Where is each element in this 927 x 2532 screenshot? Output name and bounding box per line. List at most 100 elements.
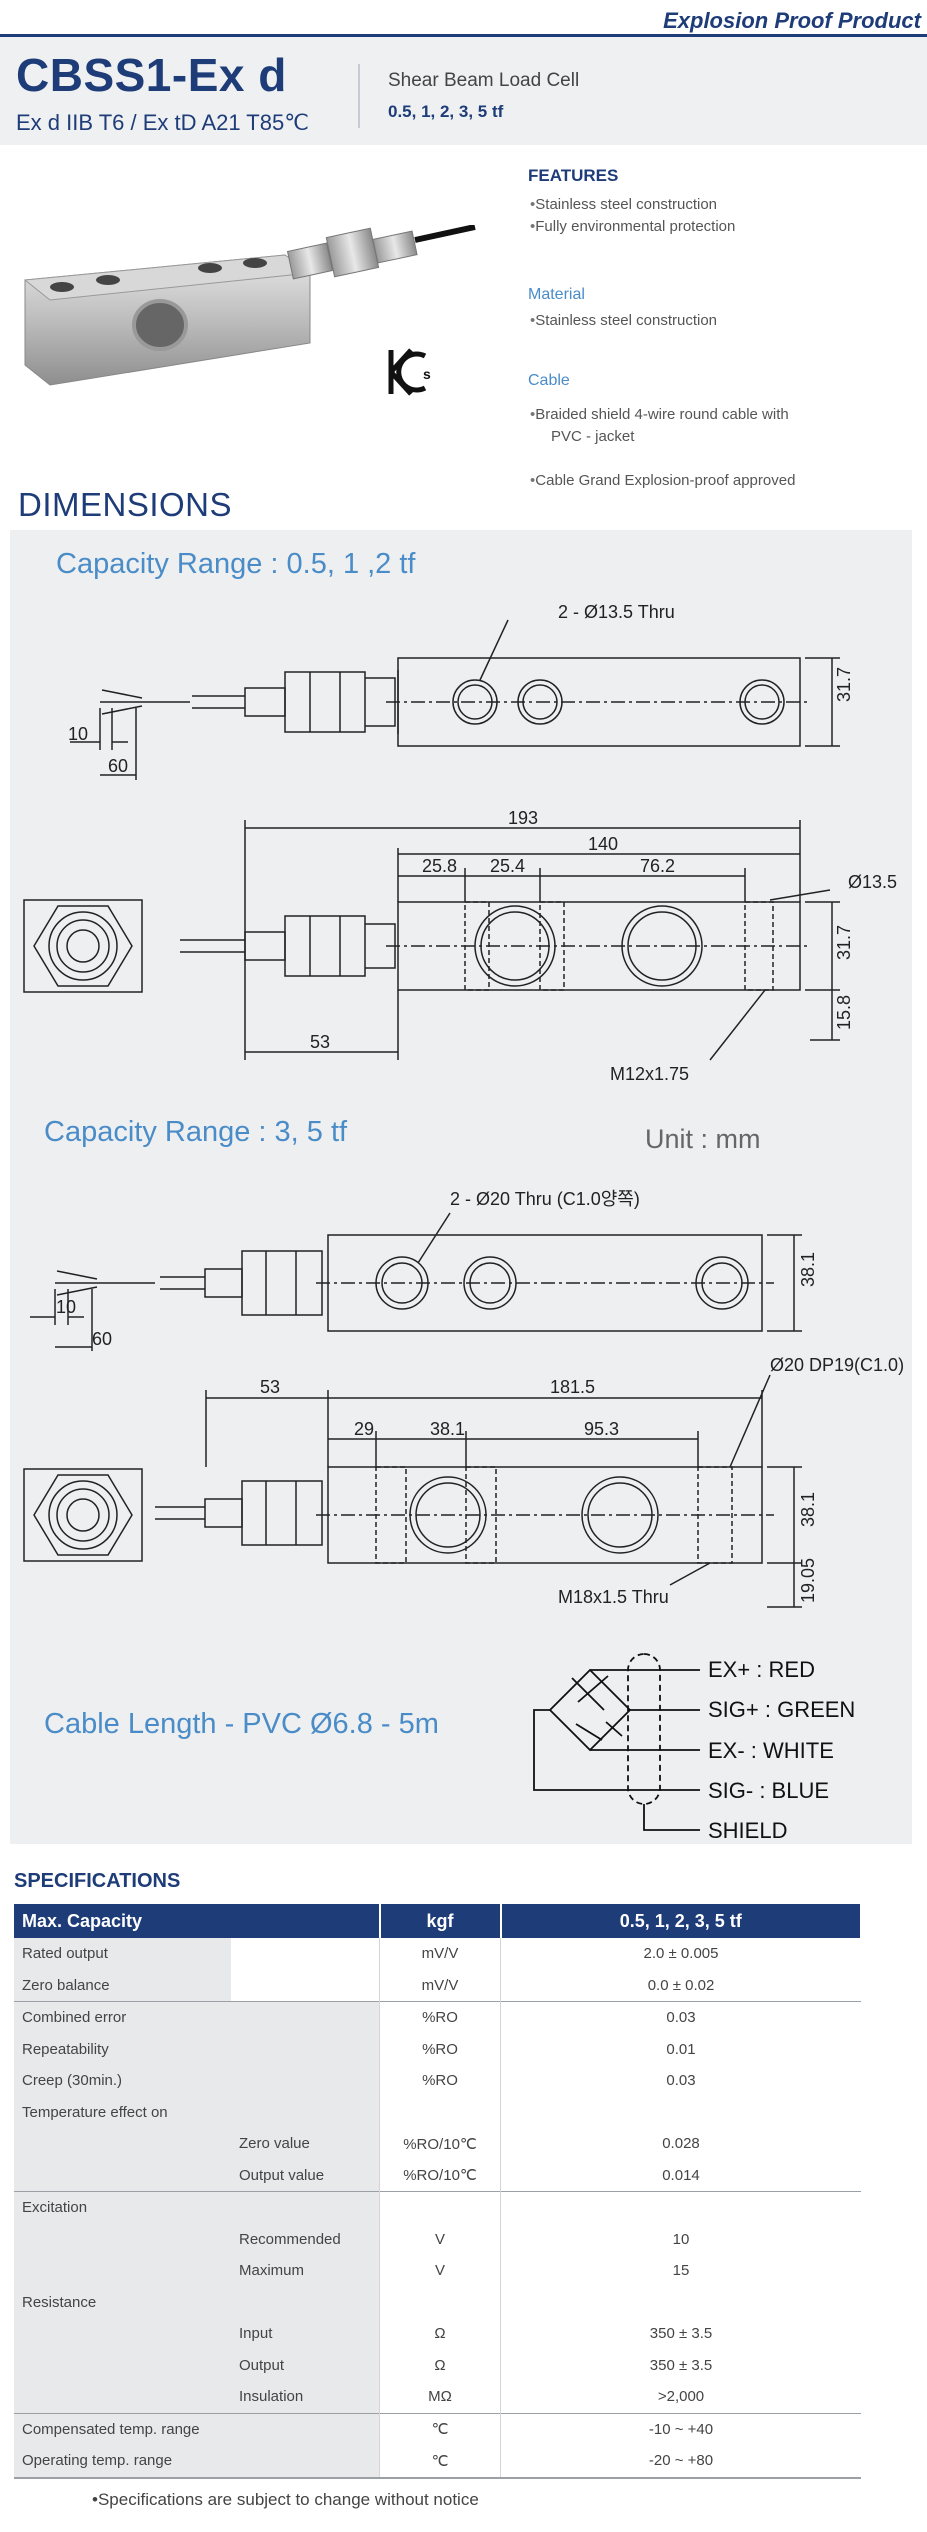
capacity-range-1: Capacity Range : 0.5, 1 ,2 tf xyxy=(56,548,416,581)
cable-item: Braided shield 4-wire round cable with xyxy=(530,406,788,423)
cell-sub: Insulation xyxy=(231,2381,380,2413)
thread-callout-1: M12x1.75 xyxy=(610,1064,689,1084)
cell-unit: %RO xyxy=(379,2033,501,2065)
cell-sub xyxy=(231,1938,380,1970)
cell-value: 0.03 xyxy=(666,2072,696,2090)
capacity-range-value: 3, 5 tf xyxy=(274,1116,348,1148)
dim-25-4: 25.4 xyxy=(490,856,525,876)
cell-sub: Input xyxy=(231,2318,380,2350)
cell-param: Combined error xyxy=(14,2001,231,2034)
dim-29: 29 xyxy=(354,1419,374,1439)
cable-title: Cable xyxy=(528,372,570,389)
cell-param: Rated output xyxy=(14,1938,231,1970)
cell-sub: Recommended xyxy=(231,2223,380,2255)
cell-value: 350 ± 3.5 xyxy=(649,2356,713,2374)
material-title: Material xyxy=(528,286,585,303)
cell-param: Repeatability xyxy=(14,2033,231,2065)
dim-60: 60 xyxy=(92,1329,112,1349)
cell-value: 350 ± 3.5 xyxy=(649,2325,713,2343)
cell-unit xyxy=(379,2286,501,2318)
cell-sub: Zero value xyxy=(231,2128,380,2160)
cell-value: 0.028 xyxy=(662,2135,700,2153)
cell-unit: %RO xyxy=(379,2065,501,2097)
cell-param: Resistance xyxy=(14,2286,380,2318)
cell-param: Temperature effect on xyxy=(14,2096,380,2128)
cell-sub xyxy=(231,2033,380,2065)
drawing-panel-1 xyxy=(10,530,912,1112)
header-capacities: 0.5, 1, 2, 3, 5 tf xyxy=(500,1904,862,1938)
wire-ex-minus: EX- : WHITE xyxy=(708,1738,834,1763)
product-capacities: 0.5, 1, 2, 3, 5 tf xyxy=(388,102,504,121)
product-image xyxy=(23,225,476,386)
dim-60: 60 xyxy=(108,756,128,776)
cell-value: -20 ~ +80 xyxy=(500,2445,861,2479)
cell-param: Creep (30min.) xyxy=(14,2065,231,2097)
cell-unit: %RO xyxy=(379,2001,501,2034)
table-row: Resistance xyxy=(14,2286,862,2319)
cell-param: Compensated temp. range xyxy=(14,2412,380,2445)
specifications-table: Max. Capacity kgf 0.5, 1, 2, 3, 5 tf Rat… xyxy=(14,1904,862,2479)
hole-callout-2: 2 - Ø20 Thru (C1.0양쪽) xyxy=(450,1189,640,1209)
kc-certification-icon: s xyxy=(385,346,433,398)
table-row: Rated output mV/V 2.0 ± 0.005 xyxy=(14,1938,861,1970)
cell-unit: ℃ xyxy=(379,2445,501,2479)
cell-value: 15 xyxy=(672,2262,690,2280)
capacity-range-label: Capacity Range : xyxy=(44,1116,275,1148)
cell-sub xyxy=(231,2001,380,2034)
cell-unit xyxy=(379,2191,501,2224)
cable-length: Cable Length - PVC Ø6.8 - 5m xyxy=(44,1708,439,1740)
hole-callout-dp: Ø20 DP19(C1.0) xyxy=(770,1355,904,1375)
capacity-range-value: 0.5, 1 ,2 tf xyxy=(286,548,416,580)
unit-label: Unit : mm xyxy=(645,1124,761,1154)
cell-unit: %RO/10℃ xyxy=(379,2128,501,2160)
dim-53: 53 xyxy=(260,1377,280,1397)
cell-unit: MΩ xyxy=(379,2381,501,2413)
cell-value: 2.0 ± 0.005 xyxy=(643,1945,719,1963)
capacity-range-label: Capacity Range : xyxy=(56,548,287,580)
wire-sig-minus: SIG- : BLUE xyxy=(708,1778,829,1803)
cell-param: Operating temp. range xyxy=(14,2445,380,2479)
dim-15-8: 15.8 xyxy=(834,995,854,1030)
cell-value xyxy=(501,2097,862,2129)
table-row: Temperature effect on xyxy=(14,2096,862,2129)
table-row: Excitation xyxy=(14,2191,861,2224)
drawing-2: 2 - Ø20 Thru (C1.0양쪽) 10 60 38.1 53 181.… xyxy=(23,1189,904,1608)
cell-param: Zero balance xyxy=(14,1969,231,2002)
header-max-capacity: Max. Capacity xyxy=(14,1904,381,1938)
cell-unit: %RO/10℃ xyxy=(379,2159,501,2192)
cell-sub xyxy=(231,2065,380,2097)
cell-unit: mV/V xyxy=(379,1938,501,1970)
dim-38-1: 38.1 xyxy=(430,1419,465,1439)
dim-hole-13-5: Ø13.5 xyxy=(848,872,897,892)
dim-10: 10 xyxy=(56,1297,76,1317)
cell-value: 0.03 xyxy=(500,2001,861,2034)
table-row: Compensated temp. range℃-10 ~ +40 xyxy=(14,2412,861,2445)
cell-value: 0.01 xyxy=(666,2040,696,2058)
dimensions-title: DIMENSIONS xyxy=(18,486,233,523)
cell-unit: Ω xyxy=(379,2349,501,2381)
cell-sub: Output xyxy=(231,2349,380,2381)
specs-note: Specifications are subject to change wit… xyxy=(92,2490,479,2510)
cell-param xyxy=(14,2318,231,2350)
dim-height-31-7: 31.7 xyxy=(834,667,854,702)
cell-value: 10 xyxy=(672,2230,690,2248)
cell-value xyxy=(501,2287,862,2319)
cell-param xyxy=(14,2128,231,2160)
dim-25-8: 25.8 xyxy=(422,856,457,876)
drawing-1: 2 - Ø13.5 Thru 10 60 31.7 193 140 25.8 2… xyxy=(23,602,897,1084)
cell-param xyxy=(14,2159,231,2192)
material-item: Stainless steel construction xyxy=(530,312,717,329)
cell-unit xyxy=(379,2096,501,2128)
specifications-title: SPECIFICATIONS xyxy=(14,1870,181,1892)
capacity-range-2: Capacity Range : 3, 5 tf xyxy=(44,1116,347,1149)
table-header-row: Max. Capacity kgf 0.5, 1, 2, 3, 5 tf xyxy=(14,1904,862,1938)
header-divider xyxy=(358,64,360,128)
title-band xyxy=(0,37,927,145)
cable-item: Cable Grand Explosion-proof approved xyxy=(530,472,795,489)
cell-unit: V xyxy=(379,2223,501,2255)
